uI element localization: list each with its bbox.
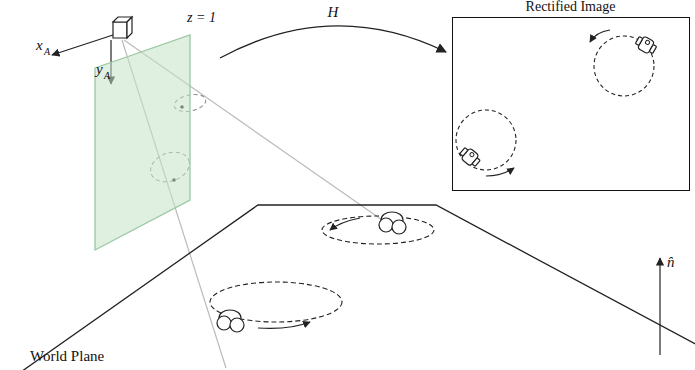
image-plane-outline: [95, 30, 220, 255]
rectified-image-box: Rectified Image: [452, 17, 690, 191]
axis-subscript: A: [104, 71, 110, 81]
axis-subscript: A: [44, 47, 50, 57]
image-plane: z = 1: [95, 30, 220, 255]
node-label: World Plane: [30, 348, 104, 365]
node-label: z = 1: [187, 10, 216, 25]
homography-arrow: [220, 26, 446, 58]
world-plane-outline: [0, 204, 695, 370]
world-plane: World Plane: [0, 204, 695, 370]
axis-name: y: [96, 62, 103, 77]
normal-label: n̂: [667, 255, 675, 270]
axis-name: x: [36, 38, 43, 53]
node-label: Rectified Image: [526, 0, 616, 14]
edge-label: H: [326, 5, 341, 20]
